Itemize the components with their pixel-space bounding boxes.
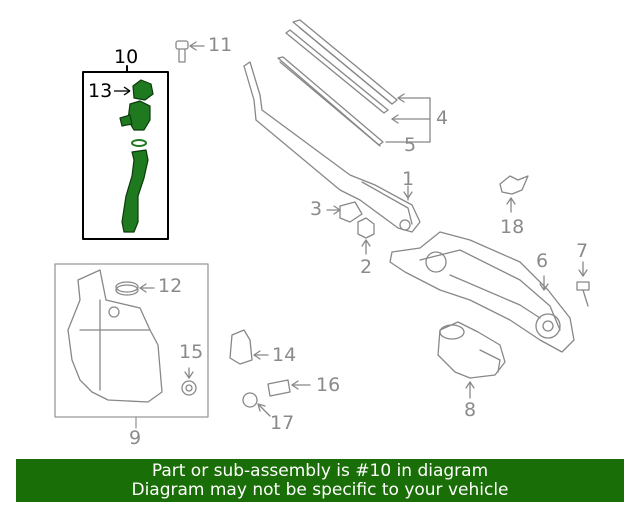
callout-10: 10	[114, 46, 139, 68]
footer-line-2: Diagram may not be specific to your vehi…	[131, 480, 509, 500]
callout-17: 17	[270, 412, 295, 434]
filler-cap-13	[132, 79, 154, 101]
callout-3: 3	[310, 198, 323, 220]
leader-4	[385, 93, 431, 143]
part-17	[242, 392, 271, 417]
cap-3	[326, 201, 363, 223]
filler-neck-top	[127, 100, 151, 131]
wiper-linkage-6	[389, 231, 575, 353]
callout-1: 1	[402, 168, 415, 190]
washer-pump-14	[229, 329, 269, 365]
callout-2: 2	[360, 256, 373, 278]
callout-7: 7	[576, 240, 589, 262]
callout-16: 16	[316, 374, 341, 396]
callout-5: 5	[404, 134, 417, 156]
tank-box-9	[54, 263, 209, 418]
footer-line-1: Part or sub-assembly is #10 in diagram	[151, 461, 489, 481]
callout-9: 9	[129, 427, 142, 449]
wiper-motor-8	[437, 321, 506, 399]
part-11-clip	[175, 40, 205, 63]
callout-13: 13	[88, 80, 113, 102]
o-ring	[131, 139, 147, 147]
callout-15: 15	[179, 341, 204, 363]
wiper-arm-1	[243, 61, 421, 233]
callout-11: 11	[208, 34, 233, 56]
callout-8: 8	[464, 399, 477, 421]
seal-12	[115, 281, 155, 296]
callout-6: 6	[536, 250, 549, 272]
callout-18: 18	[500, 216, 525, 238]
nut-2	[357, 217, 375, 255]
bolt-7	[576, 261, 590, 307]
wiper-blade-4	[285, 19, 398, 114]
wiper-refill-5	[277, 56, 384, 147]
highlight-box-10	[82, 71, 169, 240]
callout-14: 14	[272, 344, 297, 366]
callout-12: 12	[158, 275, 183, 297]
hose-clip-18	[499, 175, 529, 213]
washer-tank	[67, 269, 163, 403]
footer-banner: Part or sub-assembly is #10 in diagram D…	[16, 459, 624, 502]
filler-neck-hose	[121, 149, 149, 233]
grommet-15	[181, 367, 197, 396]
callout-4: 4	[436, 107, 449, 129]
part-16	[267, 379, 311, 397]
